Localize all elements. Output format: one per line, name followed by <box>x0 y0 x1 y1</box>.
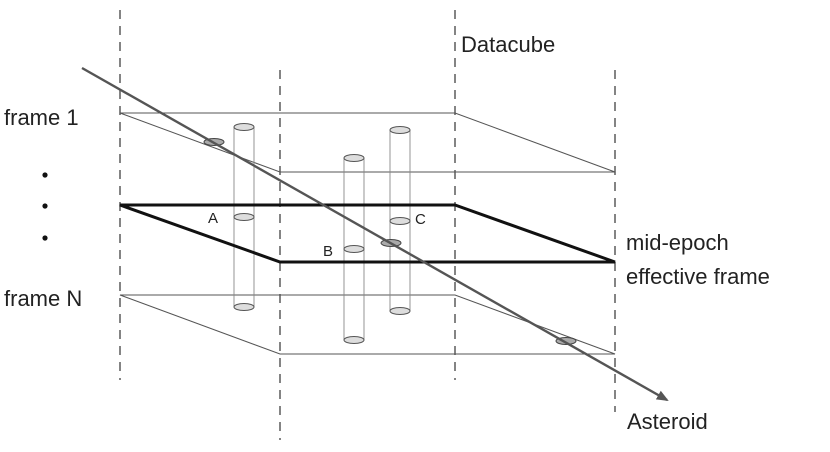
mid-epoch-plane <box>119 203 616 264</box>
point-b-label: B <box>323 243 333 260</box>
cube-vertical-edges <box>119 10 616 440</box>
ellipse-b-top <box>343 154 365 162</box>
asteroid-label: Asteroid <box>627 409 708 434</box>
ellipse-c-bottom <box>389 307 411 315</box>
frame-1-label: frame 1 <box>4 105 79 130</box>
point-a-label: A <box>208 210 218 227</box>
ellipsis-dot <box>42 172 48 178</box>
ellipse-c-mid <box>389 217 411 225</box>
ellipse-c-top <box>389 126 411 134</box>
asteroid-track-arrow <box>81 66 669 402</box>
ellipsis-dot <box>42 235 48 241</box>
cylinder-ellipses <box>233 123 411 344</box>
ellipse-a-mid <box>233 213 255 221</box>
point-c-label: C <box>415 211 426 228</box>
datacube-label: Datacube <box>461 32 555 57</box>
ellipse-a-bottom <box>233 303 255 311</box>
frame-n-label: frame N <box>4 286 82 311</box>
frame-ellipsis-dots <box>42 172 48 241</box>
frame-n-plane <box>119 294 616 355</box>
ellipse-b-mid <box>343 245 365 253</box>
ellipsis-dot <box>42 203 48 209</box>
frame-1-plane <box>119 112 616 173</box>
mid-epoch-label-line-2: effective frame <box>626 264 770 289</box>
ellipse-a-top <box>233 123 255 131</box>
source-cylinders <box>233 127 411 340</box>
ellipse-b-bottom <box>343 336 365 344</box>
mid-epoch-label-line-1: mid-epoch <box>626 230 729 255</box>
